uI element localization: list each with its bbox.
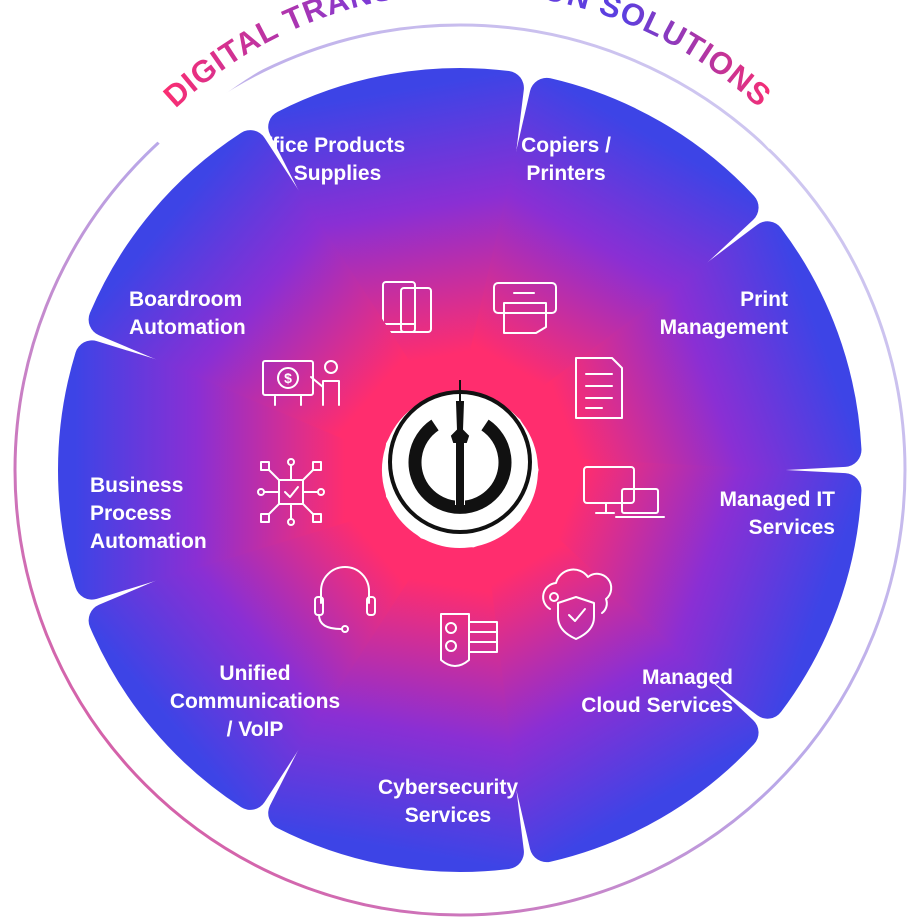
segment-label-line: Communications <box>170 690 340 713</box>
segment-label-line: Automation <box>129 316 246 339</box>
segment-office-products: Office Products & Supplies <box>249 68 524 403</box>
presentation-icon: $ <box>262 360 340 406</box>
segments-group: Office Products & Supplies Copiers / Printe… <box>58 68 862 872</box>
segment-label-line: & Supplies <box>273 162 382 185</box>
center-logo <box>388 380 532 534</box>
security-checklist-icon <box>440 613 498 667</box>
segment-label-line: Services <box>749 516 835 539</box>
segment-label-line: Business <box>90 474 183 497</box>
segment-label-line: / VoIP <box>227 718 284 741</box>
segment-label-line: Automation <box>90 530 207 553</box>
segment-shape <box>518 457 862 719</box>
segment-label: Office Products & Supplies <box>249 134 405 185</box>
tablet-devices-icon <box>382 281 432 333</box>
segment-label-line: Office Products <box>249 134 405 157</box>
segment-shape <box>464 517 759 863</box>
circuit-chip-icon <box>257 458 325 526</box>
segment-label-line: Printers <box>526 162 605 185</box>
segment-label-line: Management <box>660 316 788 339</box>
monitor-laptop-icon <box>583 466 665 518</box>
cloud-shield-icon <box>542 568 613 640</box>
segment-shape <box>518 221 862 483</box>
segment-label: Copiers / Printers <box>521 134 611 185</box>
segment-label-line: Boardroom <box>129 288 242 311</box>
segment-label-line: Process <box>90 502 172 525</box>
segment-label-line: Copiers / <box>521 134 611 157</box>
segment-label: Managed IT Services <box>719 488 835 539</box>
segment-label-line: Managed <box>642 666 733 689</box>
segment-copiers-printers: Copiers / Printers <box>464 77 759 423</box>
segment-managed-it: Managed IT Services <box>518 457 862 719</box>
segment-shape <box>268 537 524 872</box>
segment-shape <box>58 340 387 600</box>
segment-shape <box>268 68 524 403</box>
segment-label-line: Unified <box>219 662 290 685</box>
segment-label-line: Cybersecurity <box>378 776 518 799</box>
segment-label-line: Services <box>405 804 491 827</box>
segment-label-line: Managed IT <box>719 488 835 511</box>
segment-label-line: Cloud Services <box>581 694 733 717</box>
printer-icon <box>493 282 557 334</box>
outer-ring <box>13 23 907 917</box>
segment-label-line: Print <box>740 288 788 311</box>
headset-icon <box>314 566 376 633</box>
svg-text:$: $ <box>284 370 292 386</box>
document-icon <box>575 357 623 419</box>
segment-shape <box>88 490 426 810</box>
tower-icon <box>450 380 470 506</box>
